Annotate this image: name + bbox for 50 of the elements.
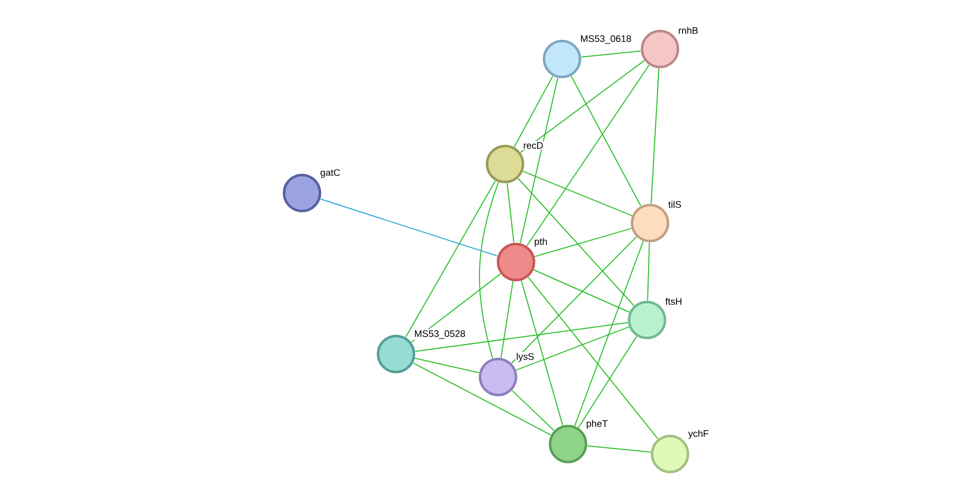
interaction-line xyxy=(578,336,638,428)
node-label: rnhB xyxy=(677,26,700,35)
interaction-line xyxy=(518,178,634,306)
node-label: ftsH xyxy=(664,296,684,306)
interaction-line xyxy=(512,390,554,432)
protein-node xyxy=(650,434,690,474)
interaction-line xyxy=(533,269,630,313)
protein-node xyxy=(486,144,524,184)
interaction-line xyxy=(520,280,564,426)
interaction-line xyxy=(520,60,645,153)
node-label: ychF xyxy=(687,428,710,440)
protein-node xyxy=(628,300,666,340)
interaction-line xyxy=(506,182,514,244)
interaction-line xyxy=(320,198,498,257)
interaction-line xyxy=(405,180,496,338)
node-label: MS53_0618 xyxy=(579,34,632,45)
node-label: MS53_0528 xyxy=(413,329,466,340)
interaction-line xyxy=(586,445,652,453)
interaction-line xyxy=(650,68,660,204)
interaction-line xyxy=(412,362,552,436)
protein-node xyxy=(548,424,588,464)
interaction-line xyxy=(511,236,637,364)
node-label: pheT xyxy=(585,418,609,430)
node-label: recD xyxy=(522,141,544,150)
interaction-line xyxy=(516,326,630,371)
protein-node xyxy=(376,334,416,374)
protein-node xyxy=(630,204,670,242)
node-label: gatC xyxy=(319,168,342,179)
interaction-line xyxy=(647,242,650,302)
interaction-line xyxy=(414,358,480,374)
interaction-line xyxy=(570,76,642,206)
interaction-line xyxy=(520,77,558,244)
protein-node xyxy=(640,30,680,68)
node-label: lysS xyxy=(515,352,536,363)
interaction-line xyxy=(534,228,632,258)
interaction-line xyxy=(414,322,628,352)
interaction-line xyxy=(500,280,514,358)
interaction-line xyxy=(580,50,642,58)
protein-node xyxy=(496,242,536,282)
protein-node xyxy=(282,174,322,212)
interaction-line xyxy=(526,64,650,246)
node-label: pth xyxy=(533,236,548,248)
interaction-line xyxy=(574,240,644,426)
node-label: tilS xyxy=(667,200,682,209)
interaction-line xyxy=(514,76,554,148)
interaction-line xyxy=(528,276,658,440)
interaction-line xyxy=(522,170,632,216)
protein-node xyxy=(542,40,582,78)
protein-node xyxy=(478,358,518,396)
interaction-line xyxy=(479,182,499,359)
